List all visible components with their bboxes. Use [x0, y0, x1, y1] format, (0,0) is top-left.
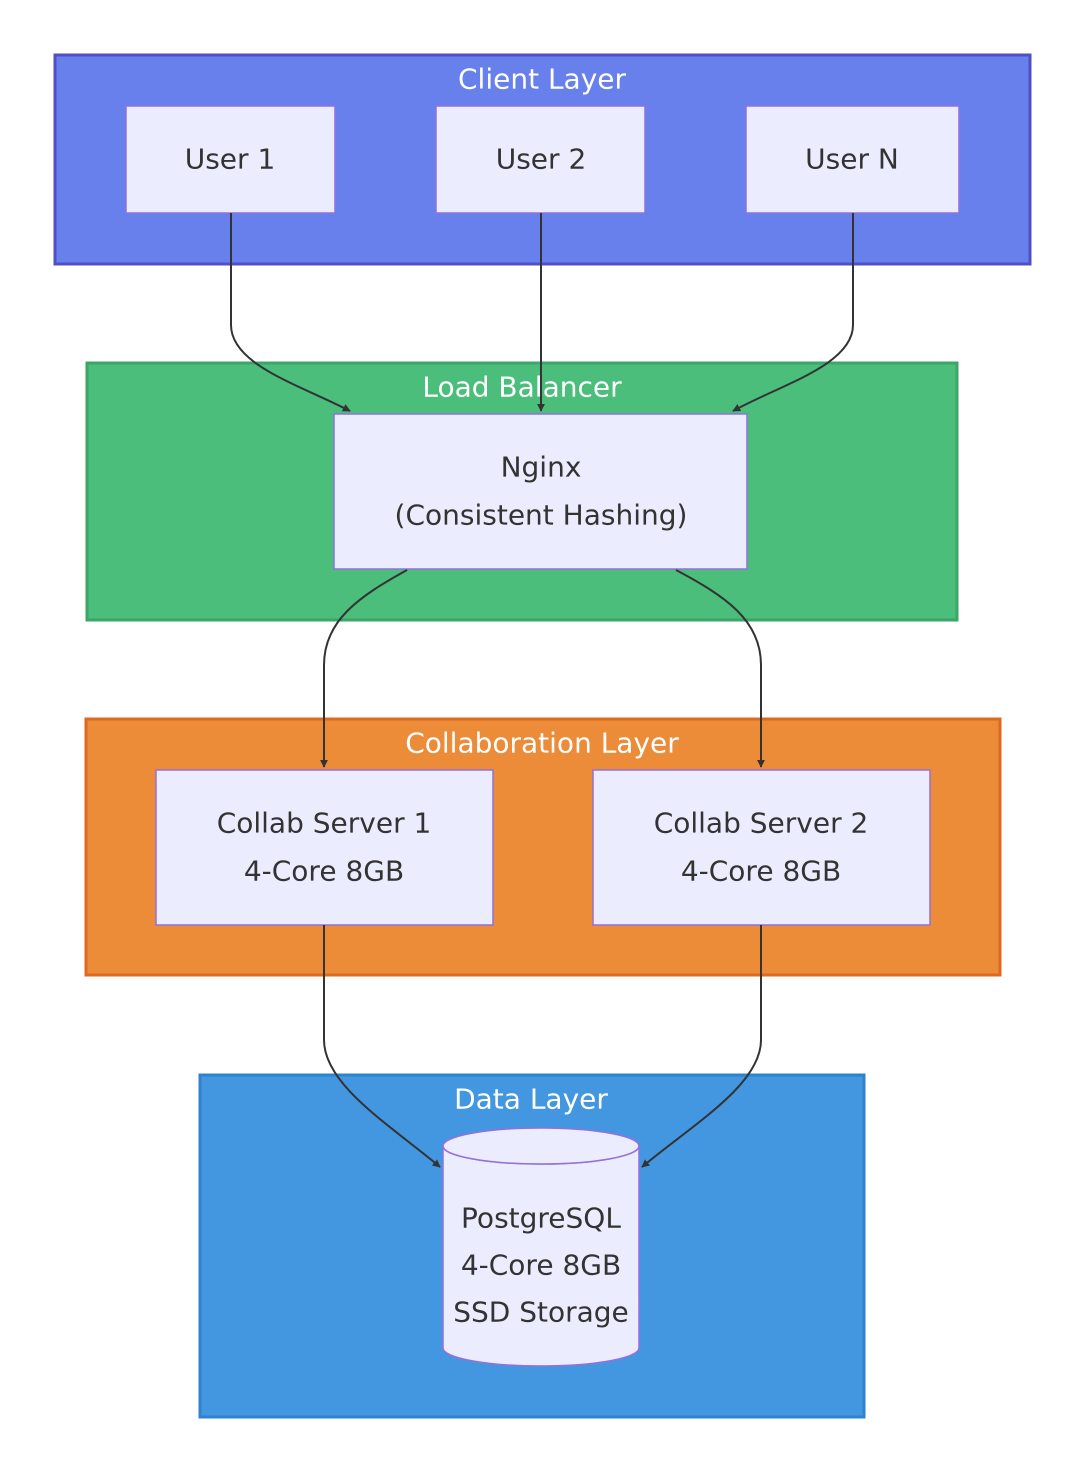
collaboration-layer-title: Collaboration Layer	[405, 727, 679, 760]
edge-nginx-to-collab-1	[320, 569, 408, 768]
node-user-1[interactable]: User 1	[125, 105, 336, 214]
node-user-2[interactable]: User 2	[435, 105, 646, 214]
nginx-box	[333, 413, 748, 570]
collab-server-2-label-line-1: Collab Server 2	[654, 807, 869, 840]
collab-server-2-label-line-2: 4-Core 8GB	[681, 855, 841, 888]
data-layer-title: Data Layer	[454, 1083, 608, 1116]
load-balancer-title: Load Balancer	[422, 371, 622, 404]
postgresql-label-line-1: PostgreSQL	[461, 1202, 621, 1235]
nginx-label-line-2: (Consistent Hashing)	[395, 499, 688, 532]
edge-user-n-to-nginx	[732, 213, 854, 412]
node-collab-server-2[interactable]: Collab Server 2 4-Core 8GB	[592, 769, 931, 926]
collab-server-1-label-line-1: Collab Server 1	[217, 807, 432, 840]
node-postgresql[interactable]: PostgreSQL 4-Core 8GB SSD Storage	[442, 1127, 640, 1367]
user-2-label: User 2	[496, 143, 587, 176]
edge-collab-2-to-postgresql	[641, 925, 762, 1168]
edge-user-1-to-nginx	[230, 213, 351, 412]
collab-server-2-box	[592, 769, 931, 926]
postgresql-label-line-2: 4-Core 8GB	[461, 1249, 621, 1282]
user-n-label: User N	[805, 143, 899, 176]
client-layer-title: Client Layer	[458, 63, 627, 96]
edges	[230, 213, 854, 1168]
collab-server-1-box	[155, 769, 494, 926]
postgresql-label-line-3: SSD Storage	[453, 1296, 629, 1329]
node-user-n[interactable]: User N	[745, 105, 960, 214]
nginx-label-line-1: Nginx	[501, 451, 582, 484]
edge-collab-1-to-postgresql	[323, 925, 441, 1168]
edge-nginx-to-collab-2	[675, 569, 765, 768]
node-nginx[interactable]: Nginx (Consistent Hashing)	[333, 413, 748, 570]
postgresql-cylinder-top	[442, 1127, 640, 1165]
node-collab-server-1[interactable]: Collab Server 1 4-Core 8GB	[155, 769, 494, 926]
user-1-label: User 1	[185, 143, 276, 176]
user-n-box	[745, 105, 960, 214]
collab-server-1-label-line-2: 4-Core 8GB	[244, 855, 404, 888]
